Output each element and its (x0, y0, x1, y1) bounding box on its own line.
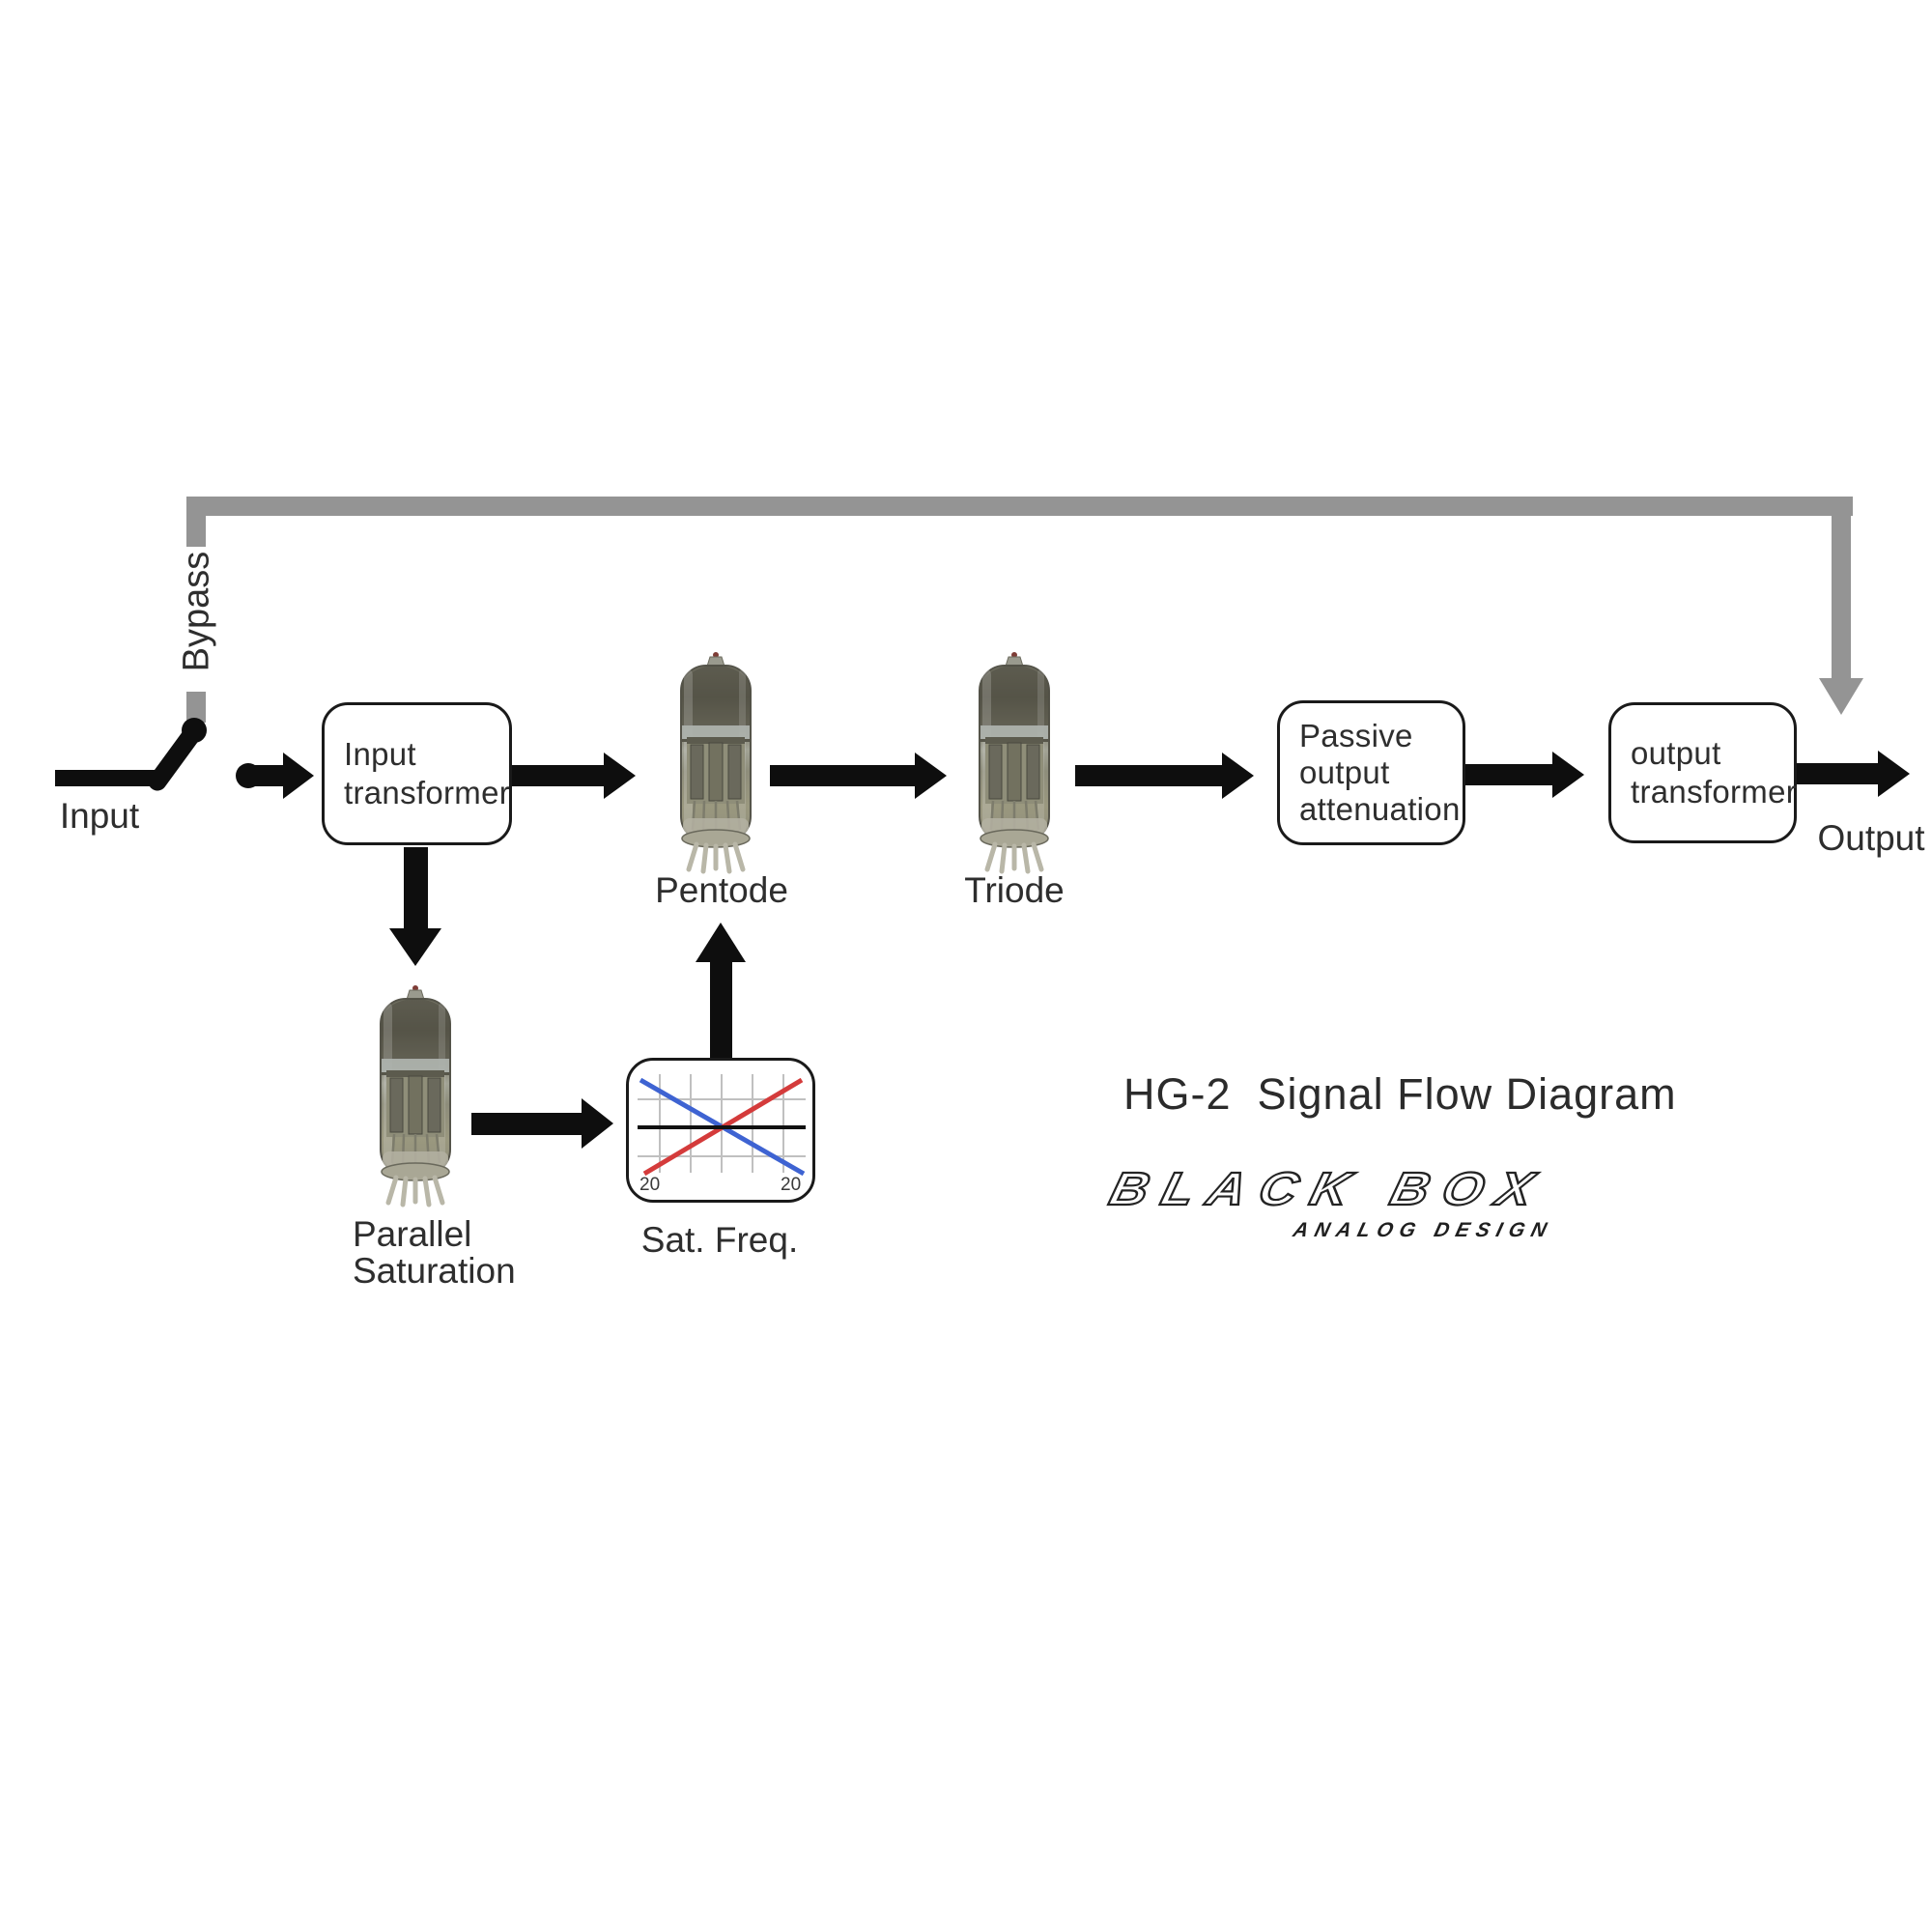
triode-label: Triode (964, 870, 1065, 910)
output-label: Output (1817, 818, 1925, 858)
brand-tagline: ANALOG DESIGN (1290, 1219, 1555, 1241)
arrow-saturation-to-satfreq (471, 1098, 613, 1149)
sat-freq-label: Sat. Freq. (640, 1220, 799, 1260)
graph-tick-left: 20 (639, 1175, 660, 1195)
page-title: HG-2 Signal Flow Diagram (1123, 1069, 1677, 1119)
arrow-triode-to-attenuation (1075, 753, 1254, 799)
arrow-satfreq-to-pentode (696, 923, 746, 1059)
input-switch (55, 718, 207, 791)
input-label: Input (59, 796, 140, 836)
arrow-pentode-to-triode (770, 753, 947, 799)
passive-output-attenuation-box: Passive output attenuation (1277, 700, 1465, 845)
input-transformer-box: Input transformer (322, 702, 512, 845)
bypass-arrowhead (1819, 678, 1863, 715)
output-transformer-box: output transformer (1608, 702, 1797, 843)
bypass-label: Bypass (176, 551, 217, 672)
arrow-transformer-to-saturation (389, 847, 441, 966)
bypass-line (186, 497, 1863, 723)
parallel-saturation-label: Parallel Saturation (353, 1214, 516, 1291)
brand-logo: BLACK BOX ANALOG DESIGN (1014, 1163, 1555, 1242)
sat-freq-graph: 20 20 (626, 1058, 815, 1203)
pentode-tube-image (681, 652, 751, 871)
pentode-label: Pentode (655, 870, 788, 910)
graph-grid (638, 1074, 806, 1173)
arrow-transformer-to-pentode (512, 753, 636, 799)
triode-tube-image (980, 652, 1049, 871)
arrow-input-to-transformer (236, 753, 314, 799)
arrow-attenuation-to-output-transformer (1465, 752, 1584, 798)
brand-name: BLACK BOX (1103, 1163, 1553, 1216)
parallel-saturation-tube-image (381, 985, 450, 1205)
arrow-to-output (1797, 751, 1910, 797)
graph-tick-right: 20 (781, 1175, 801, 1195)
